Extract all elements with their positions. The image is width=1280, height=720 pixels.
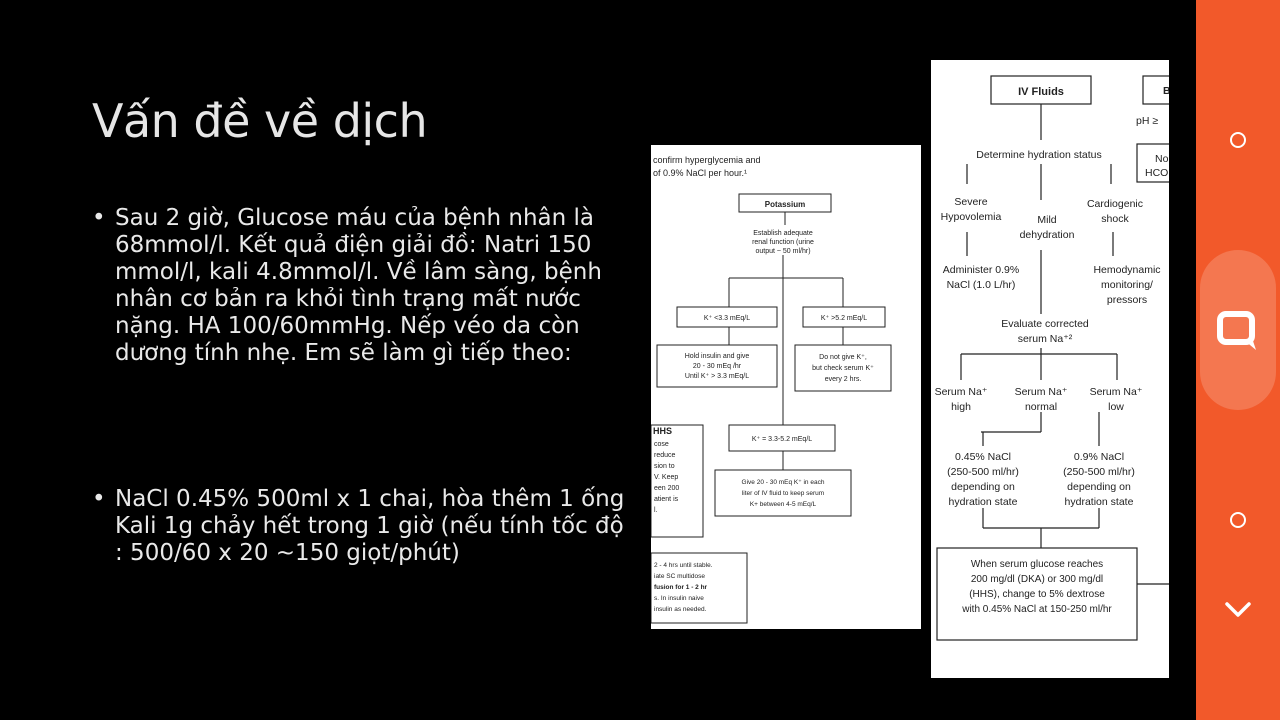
fc-text: hydration state [1065, 496, 1134, 508]
fc-text: V. Keep [654, 474, 678, 481]
sidebar-bottom-button[interactable] [1196, 498, 1280, 542]
fc-text: serum Na⁺² [1018, 333, 1073, 345]
fc-text: Establish adequate [753, 230, 813, 237]
fc-text: cose [654, 441, 669, 448]
fc-text: 200 mg/dl (DKA) or 300 mg/dl [971, 574, 1103, 585]
fc-text: but check serum K⁺ [812, 365, 874, 372]
sidebar-comment-button[interactable] [1196, 250, 1280, 410]
fc-text: Evaluate corrected [1001, 318, 1089, 330]
fc-text: K⁺ >5.2 mEq/L [821, 315, 867, 322]
quote-bubble-icon [1217, 311, 1256, 350]
fc-text: fusion for 1 - 2 hr [654, 584, 708, 591]
fc-text: IV Fluids [1018, 86, 1064, 98]
fc-text: When serum glucose reaches [971, 559, 1103, 570]
fc-text: monitoring/ [1101, 279, 1153, 291]
chevron-down-icon [1225, 602, 1251, 617]
fc-text: B [1163, 85, 1169, 97]
fc-text: Potassium [765, 200, 805, 209]
fc-text: K⁺ = 3.3-5.2 mEq/L [752, 436, 812, 443]
fc-text: l. [654, 507, 658, 514]
fc-text: K+ between 4-5 mEq/L [750, 501, 817, 508]
fc-text: low [1108, 401, 1124, 413]
fc-text: Serum Na⁺ [1090, 386, 1143, 398]
sidebar-top-button[interactable] [1196, 118, 1280, 162]
bullet-item: • Sau 2 giờ, Glucose máu của bệnh nhân l… [92, 205, 637, 367]
fc-text: Hold insulin and give [685, 353, 750, 360]
sidebar-collapse-button[interactable] [1196, 588, 1280, 632]
fc-text: atient is [654, 496, 679, 503]
fc-text: 0.9% NaCl [1074, 451, 1124, 463]
bullet-dot: • [92, 486, 106, 512]
bullet-text: Sau 2 giờ, Glucose máu của bệnh nhân là … [115, 205, 602, 366]
fc-text: confirm hyperglycemia and [653, 155, 761, 165]
fc-text: Until K⁺ > 3.3 mEq/L [685, 373, 749, 380]
fc-text: iate SC multidose [654, 573, 705, 580]
fc-text: dehydration [1020, 229, 1075, 241]
fc-text: Serum Na⁺ [1015, 386, 1068, 398]
sidebar-highlight [1200, 250, 1276, 410]
slide: Vấn đề về dịch • Sau 2 giờ, Glucose máu … [92, 60, 1169, 678]
fc-text: 2 - 4 hrs until stable. [654, 562, 713, 569]
presenter-sidebar [1196, 0, 1280, 720]
bullet-item: • NaCl 0.45% 500ml x 1 chai, hòa thêm 1 … [92, 486, 637, 567]
fc-text: 0.45% NaCl [955, 451, 1011, 463]
fc-text: HCO [1145, 167, 1168, 179]
fc-text: normal [1025, 401, 1057, 413]
fc-text: high [951, 401, 971, 413]
fc-text: (250-500 ml/hr) [947, 466, 1019, 478]
fc-text: renal function (urine [752, 239, 814, 246]
fc-text: Give 20 - 30 mEq K⁺ in each [742, 479, 825, 486]
fc-text: Hypovolemia [941, 211, 1002, 223]
bullet-dot: • [92, 205, 106, 231]
circle-icon [1230, 512, 1246, 528]
fc-text: Mild [1037, 214, 1056, 226]
fc-text: K⁺ <3.3 mEq/L [704, 315, 750, 322]
fc-text: (HHS), change to 5% dextrose [969, 589, 1105, 600]
fc-text: HHS [653, 426, 672, 436]
fc-text: Administer 0.9% [943, 264, 1019, 276]
fc-text: Cardiogenic [1087, 198, 1143, 210]
circle-icon [1230, 132, 1246, 148]
fc-text: Serum Na⁺ [935, 386, 988, 398]
bullet-text: NaCl 0.45% 500ml x 1 chai, hòa thêm 1 ốn… [115, 486, 625, 566]
fc-text: hydration state [949, 496, 1018, 508]
fc-text: shock [1101, 213, 1129, 225]
fc-text: sion to [654, 463, 675, 470]
fc-text: (250-500 ml/hr) [1063, 466, 1135, 478]
slide-title: Vấn đề về dịch [92, 94, 428, 148]
fc-text: insulin as needed. [654, 606, 707, 613]
fc-text: Hemodynamic [1093, 264, 1160, 276]
flowchart-iv-fluids-image: IV Fluids B pH ≥ No HCO Determine hydrat… [931, 60, 1169, 678]
fc-text: 20 - 30 mEq /hr [693, 363, 742, 370]
fc-text: Severe [954, 196, 987, 208]
fc-text: pH ≥ [1136, 115, 1158, 127]
fc-text: liter of IV fluid to keep serum [742, 490, 824, 497]
fc-text: output ~ 50 ml/hr) [755, 248, 810, 255]
fc-text: No [1155, 153, 1169, 165]
fc-text: with 0.45% NaCl at 150-250 ml/hr [961, 604, 1112, 615]
fc-text: of 0.9% NaCl per hour.¹ [653, 168, 747, 178]
fc-text: s. In insulin naive [654, 595, 704, 602]
fc-text: Do not give K⁺, [819, 354, 867, 361]
fc-text: Determine hydration status [976, 149, 1101, 161]
fc-text: depending on [951, 481, 1015, 493]
fc-text: reduce [654, 452, 676, 459]
fc-text: pressors [1107, 294, 1147, 306]
fc-text: een 200 [654, 485, 679, 492]
fc-text: NaCl (1.0 L/hr) [947, 279, 1016, 291]
fc-text: every 2 hrs. [825, 376, 862, 383]
fc-text: depending on [1067, 481, 1131, 493]
flowchart-potassium-image: confirm hyperglycemia and of 0.9% NaCl p… [651, 145, 921, 629]
